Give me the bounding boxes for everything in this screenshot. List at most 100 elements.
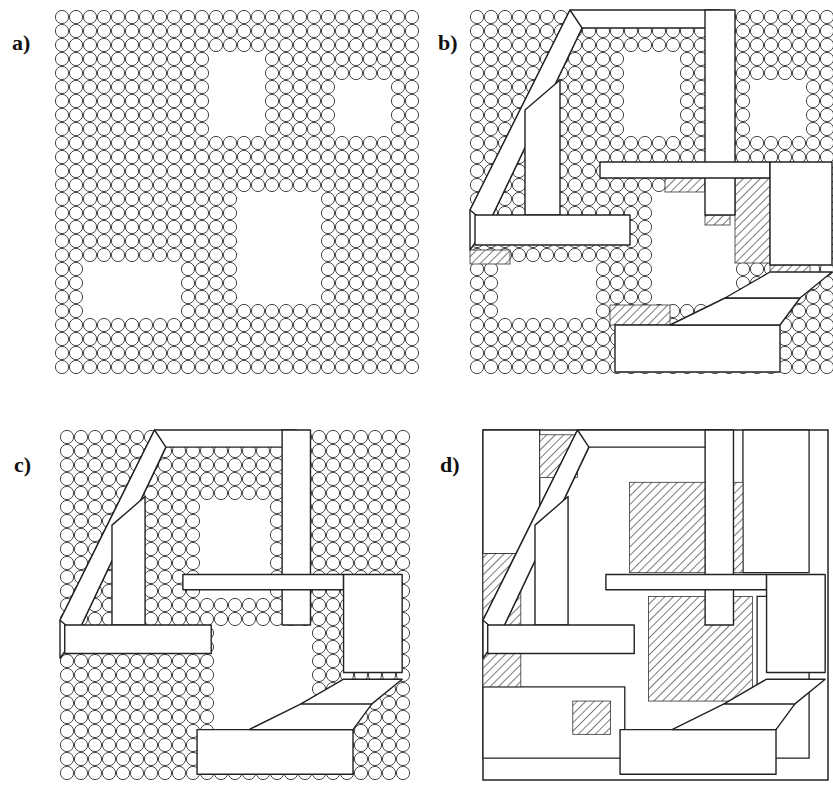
particle-circle [144,570,157,583]
particle-circle [610,192,623,205]
particle-circle [484,38,497,51]
particle-circle [88,696,101,709]
particle-circle [293,52,306,65]
particle-circle [279,122,292,135]
particle-circle [638,248,651,261]
particle-circle [55,108,68,121]
particle-circle [158,766,171,779]
particle-circle [540,24,553,37]
particle-circle [83,108,96,121]
particle-circle [74,696,87,709]
particle-circle [74,668,87,681]
particle-circle [60,486,73,499]
particle-circle [368,514,381,527]
particle-circle [377,262,390,275]
particle-circle [69,80,82,93]
particle-circle [293,304,306,317]
particle-circle [596,332,609,345]
particle-circle [195,108,208,121]
particle-circle [405,304,418,317]
particle-circle [736,80,749,93]
particle-circle [382,766,395,779]
particle-circle [554,346,567,359]
particle-circle [820,318,833,331]
particle-circle [405,150,418,163]
hatched-area [705,215,730,225]
particle-circle [349,290,362,303]
particle-circle [405,38,418,51]
particle-circle [368,542,381,555]
particle-circle [130,682,143,695]
particle-circle [540,10,553,23]
particle-circle [195,262,208,275]
particle-circle [680,52,693,65]
particle-circle [512,10,525,23]
particle-circle [321,290,334,303]
particle-circle [596,262,609,275]
particle-circle [209,346,222,359]
particle-circle [242,486,255,499]
particle-circle [680,66,693,79]
particle-circle [326,500,339,513]
particle-circle [596,192,609,205]
particle-circle [144,752,157,765]
particle-circle [111,248,124,261]
particle-circle [111,332,124,345]
particle-circle [55,94,68,107]
particle-circle [354,472,367,485]
particle-circle [186,458,199,471]
particle-circle [750,24,763,37]
particle-circle [363,10,376,23]
particle-circle [223,206,236,219]
particle-circle [265,332,278,345]
particle-circle [764,136,777,149]
particle-circle [568,346,581,359]
particle-circle [83,136,96,149]
particle-circle [484,136,497,149]
particle-circle [806,360,819,373]
particle-circle [736,262,749,275]
particle-circle [97,318,110,331]
particle-circle [83,332,96,345]
particle-circle [130,668,143,681]
particle-circle [391,80,404,93]
particle-circle [97,94,110,107]
particle-circle [363,178,376,191]
panel-label: c) [14,452,31,478]
particle-circle [820,346,833,359]
particle-circle [354,500,367,513]
particle-circle [172,766,185,779]
particle-circle [526,248,539,261]
particle-circle [540,360,553,373]
particle-circle [69,164,82,177]
particle-circle [321,220,334,233]
particle-circle [153,136,166,149]
particle-circle [820,136,833,149]
particle-circle [568,192,581,205]
particle-circle [321,178,334,191]
particle-circle [396,556,409,569]
particle-circle [102,766,115,779]
particle-circle [97,10,110,23]
particle-circle [181,150,194,163]
particle-circle [405,346,418,359]
particle-circle [251,164,264,177]
particle-circle [377,220,390,233]
particle-circle [806,94,819,107]
particle-circle [111,24,124,37]
particle-circle [181,360,194,373]
particle-circle [60,556,73,569]
particle-circle [256,612,269,625]
particle-circle [596,136,609,149]
particle-circle [200,654,213,667]
particle-circle [153,52,166,65]
particle-circle [97,234,110,247]
particle-circle [293,178,306,191]
particle-circle [139,122,152,135]
particle-circle [321,234,334,247]
particle-circle [624,248,637,261]
particle-circle [624,192,637,205]
particle-circle [512,248,525,261]
particle-circle [88,444,101,457]
particle-circle [293,136,306,149]
